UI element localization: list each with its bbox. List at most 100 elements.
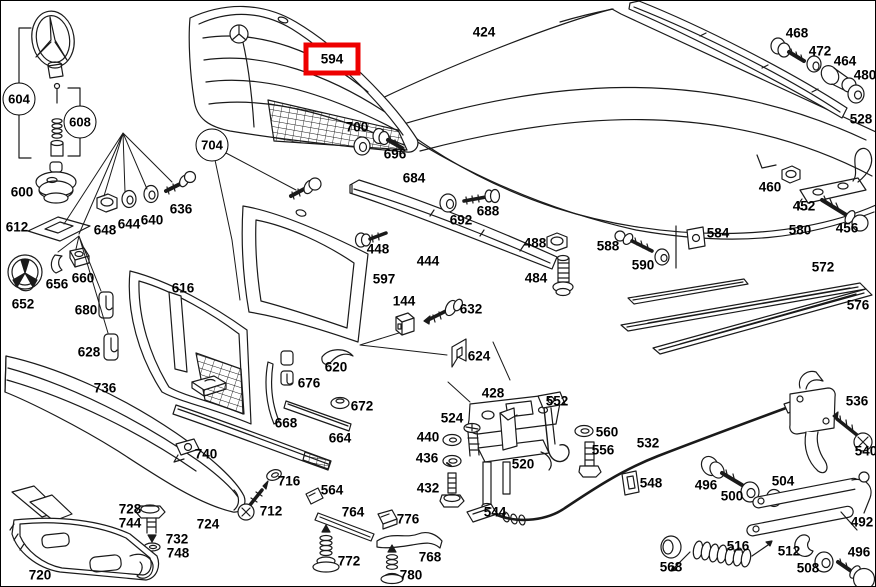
hood-panel-424 bbox=[371, 8, 876, 240]
square-nut-660-icon bbox=[69, 247, 90, 268]
bolt-496b-icon bbox=[836, 558, 876, 587]
part-label-744: 744 bbox=[118, 515, 142, 531]
molding-664-icon bbox=[283, 400, 352, 432]
part-label-540: 540 bbox=[854, 443, 876, 459]
hood-strip-580 bbox=[627, 278, 749, 305]
grommet-472-icon bbox=[806, 55, 822, 73]
screw-588-icon bbox=[614, 230, 654, 253]
spring-516-icon bbox=[670, 540, 773, 572]
part-label-712: 712 bbox=[259, 503, 283, 519]
molding-764-icon bbox=[314, 512, 375, 542]
part-label-724: 724 bbox=[196, 516, 220, 532]
clip-680-icon bbox=[98, 291, 114, 319]
part-label-500: 500 bbox=[720, 488, 744, 504]
hood-rear-molding-528 bbox=[628, 0, 848, 119]
part-label-704: 704 bbox=[195, 128, 229, 162]
washer-560-icon bbox=[574, 424, 594, 438]
part-label-504: 504 bbox=[771, 473, 795, 489]
part-label-552: 552 bbox=[545, 393, 569, 409]
clips-676-icon bbox=[280, 350, 294, 386]
grommet-568-icon bbox=[660, 535, 682, 559]
part-label-684: 684 bbox=[402, 170, 426, 186]
part-label-736: 736 bbox=[93, 380, 117, 396]
bolt-456-icon bbox=[820, 195, 869, 232]
part-label-772: 772 bbox=[337, 553, 361, 569]
part-label-664: 664 bbox=[328, 430, 352, 446]
cap-672-icon bbox=[330, 396, 350, 410]
screw-688-icon bbox=[462, 188, 501, 205]
bolt-496a-icon bbox=[700, 455, 744, 487]
part-label-520: 520 bbox=[511, 456, 535, 472]
hex-nut-488-icon bbox=[546, 232, 568, 252]
part-label-680: 680 bbox=[74, 302, 98, 318]
part-label-572: 572 bbox=[811, 259, 835, 275]
grommet-700-icon bbox=[353, 136, 371, 156]
part-label-528: 528 bbox=[849, 111, 873, 127]
horn-base-600-icon bbox=[35, 171, 77, 204]
screw-712-icon bbox=[237, 480, 269, 521]
hood-latch-520 bbox=[477, 407, 552, 510]
bolt-556-icon bbox=[578, 441, 602, 478]
clip-736-icon bbox=[191, 375, 227, 397]
bracket-584-icon bbox=[675, 225, 706, 269]
part-label-584: 584 bbox=[706, 225, 730, 241]
part-label-460: 460 bbox=[758, 179, 782, 195]
bolt-448-icon bbox=[354, 231, 388, 248]
washer-500-icon bbox=[740, 481, 760, 503]
part-label-672: 672 bbox=[350, 398, 374, 414]
part-label-488: 488 bbox=[523, 235, 547, 251]
part-label-468: 468 bbox=[785, 25, 809, 41]
part-label-620: 620 bbox=[324, 359, 348, 375]
washer-440-icon bbox=[442, 433, 462, 447]
part-label-516: 516 bbox=[726, 538, 750, 554]
part-label-588: 588 bbox=[596, 238, 620, 254]
part-label-700: 700 bbox=[345, 119, 369, 135]
hood-strip-576 bbox=[652, 288, 873, 355]
highlighted-part-label-594[interactable]: 594 bbox=[303, 42, 361, 76]
washer-732-748-icon bbox=[143, 542, 161, 552]
part-label-448: 448 bbox=[366, 241, 390, 257]
part-label-472: 472 bbox=[808, 43, 832, 59]
bolt-728-744-icon bbox=[135, 504, 166, 543]
part-label-576: 576 bbox=[846, 297, 870, 313]
screw-636-icon bbox=[164, 170, 197, 195]
washer-692-icon bbox=[439, 193, 457, 213]
clip-740-icon bbox=[173, 438, 200, 463]
grommet-640-icon bbox=[143, 184, 159, 204]
lever-linkage-492 bbox=[746, 471, 872, 537]
part-label-656: 656 bbox=[45, 276, 69, 292]
bolt-above-597-icon bbox=[289, 177, 322, 200]
part-label-600: 600 bbox=[10, 184, 34, 200]
part-label-688: 688 bbox=[476, 203, 500, 219]
part-label-428: 428 bbox=[481, 385, 505, 401]
part-label-668: 668 bbox=[274, 415, 298, 431]
part-label-616: 616 bbox=[171, 280, 195, 296]
clip-512-icon bbox=[794, 534, 814, 557]
grille-frame-597 bbox=[241, 205, 369, 343]
part-label-768: 768 bbox=[418, 549, 442, 565]
screw-780-icon bbox=[380, 544, 404, 585]
clip-564-icon bbox=[305, 487, 324, 505]
bolt-696-icon bbox=[372, 127, 404, 150]
screw-524-icon bbox=[463, 422, 481, 457]
washer-644-icon bbox=[121, 189, 137, 209]
grommet-590-icon bbox=[654, 248, 670, 266]
part-label-624: 624 bbox=[467, 348, 491, 364]
part-label-464: 464 bbox=[833, 53, 857, 69]
square-nut-144-icon bbox=[395, 312, 415, 336]
part-label-716: 716 bbox=[277, 473, 301, 489]
part-label-480: 480 bbox=[853, 67, 876, 83]
part-label-732: 732 bbox=[165, 531, 189, 547]
gasket-716-icon bbox=[266, 469, 282, 481]
part-label-632: 632 bbox=[459, 301, 483, 317]
clip-628-icon bbox=[103, 333, 119, 361]
part-label-597: 597 bbox=[372, 271, 396, 287]
part-label-604: 604 bbox=[2, 82, 36, 116]
hood-star-emblem-icon bbox=[31, 10, 75, 79]
part-label-628: 628 bbox=[77, 344, 101, 360]
hex-nut-648-icon bbox=[96, 193, 118, 213]
part-label-748: 748 bbox=[166, 545, 190, 561]
part-label-764: 764 bbox=[341, 504, 365, 520]
